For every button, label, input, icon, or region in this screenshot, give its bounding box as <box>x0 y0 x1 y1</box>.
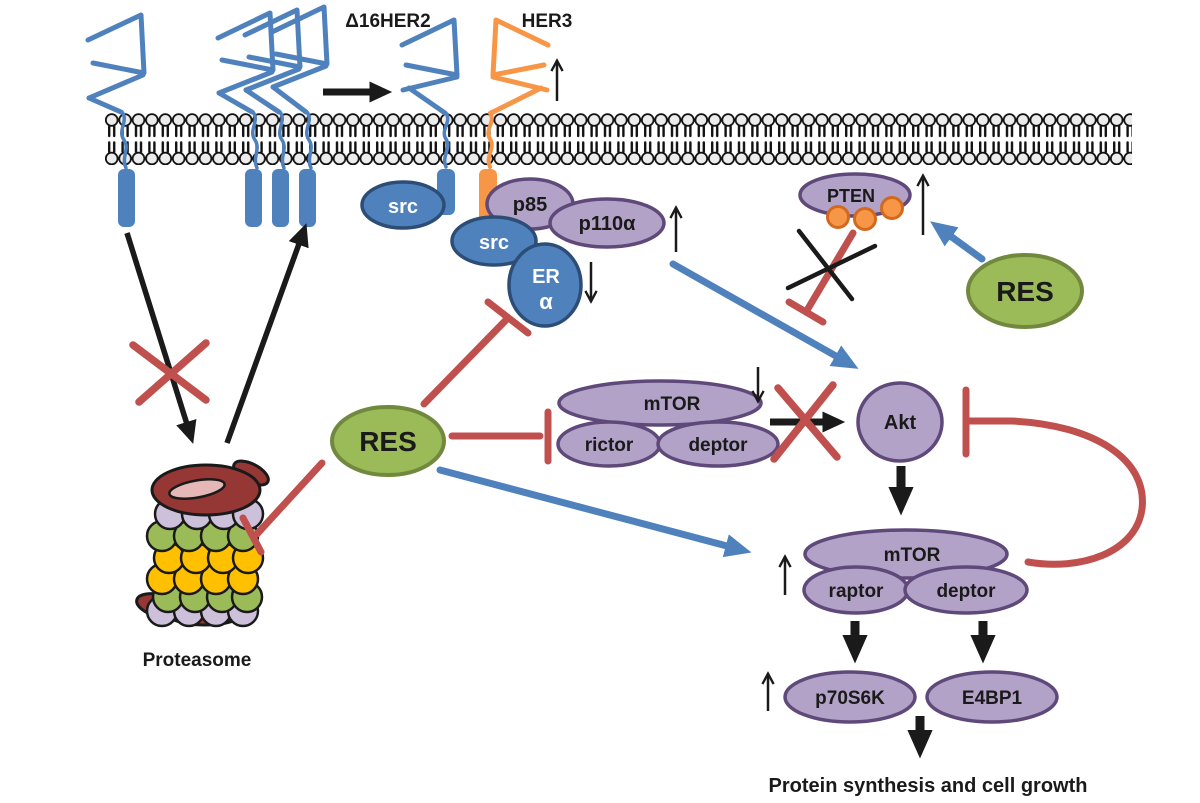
pten-inhibition-crossed <box>785 228 878 326</box>
plasma-membrane <box>105 113 1132 165</box>
her2-to-proteasome-arrow <box>124 232 197 444</box>
res-to-pten-arrow <box>930 221 986 263</box>
label-proteasome: Proteasome <box>143 650 252 671</box>
mtorc2-mtor-label: mTOR <box>644 394 701 415</box>
mtorc1-mtor-label: mTOR <box>884 545 941 566</box>
receptor-her2-cluster <box>215 4 330 227</box>
node-pten-label: PTEN <box>827 186 875 206</box>
node-p70s6k <box>783 670 917 724</box>
node-er-label: ER <box>532 266 560 288</box>
node-p85-label: p85 <box>513 194 547 216</box>
node-res-lower <box>330 405 446 477</box>
node-src-membrane-label: src <box>388 196 418 218</box>
node-src-membrane <box>360 180 446 230</box>
node-p70s6k-label: p70S6K <box>815 688 885 709</box>
label-delta16her2: Δ16HER2 <box>345 11 430 32</box>
mtorc2-deptor-label: deptor <box>688 435 748 456</box>
node-e4bp1-label: E4BP1 <box>962 688 1023 709</box>
proteasome-opening <box>168 478 226 500</box>
node-res-lower-label: RES <box>359 426 417 457</box>
res-inhibits-proteasome <box>239 459 326 556</box>
her2-transmembrane-rod <box>118 169 135 227</box>
res-to-mtorc1-arrow <box>436 466 752 558</box>
res-inhibits-mtorc2 <box>448 408 552 465</box>
red-x-akt-2 <box>770 381 837 463</box>
mtorc1-feedback-inhibits-akt <box>962 386 1146 568</box>
pten-phosphosite-2 <box>853 207 877 231</box>
pten-phosphosite-1 <box>826 205 850 229</box>
node-akt <box>856 381 944 463</box>
node-p110a-label: p110α <box>579 213 636 235</box>
proteasome-to-her2-arrow <box>224 223 309 444</box>
node-er-alpha <box>507 242 583 328</box>
node-src-complex <box>450 215 538 267</box>
res-inhibits-er <box>420 298 532 408</box>
p110a-to-akt-arrow <box>669 260 859 369</box>
node-res-upper-label: RES <box>996 276 1054 307</box>
mtorc1-deptor-label: deptor <box>936 581 996 602</box>
proteasome <box>135 459 270 628</box>
complex-mtorc2: mTOR rictor deptor <box>556 379 780 468</box>
receptor-her2-monomer <box>85 12 147 227</box>
pten-phosphosite-3 <box>880 196 904 220</box>
node-p110a <box>548 197 666 249</box>
node-akt-label: Akt <box>884 412 917 434</box>
mtorc2-rictor-label: rictor <box>585 435 634 456</box>
red-x-proteasome-2 <box>135 339 210 406</box>
complex-mtorc1: mTOR raptor deptor <box>802 528 1029 615</box>
label-her3: HER3 <box>522 11 573 32</box>
mtorc1-raptor-label: raptor <box>829 581 885 602</box>
label-outcome: Protein synthesis and cell growth <box>769 775 1088 797</box>
node-e4bp1 <box>925 670 1059 724</box>
node-src-complex-label: src <box>479 232 509 254</box>
node-er-alpha-label: α <box>539 289 553 314</box>
node-res-upper <box>966 253 1084 329</box>
